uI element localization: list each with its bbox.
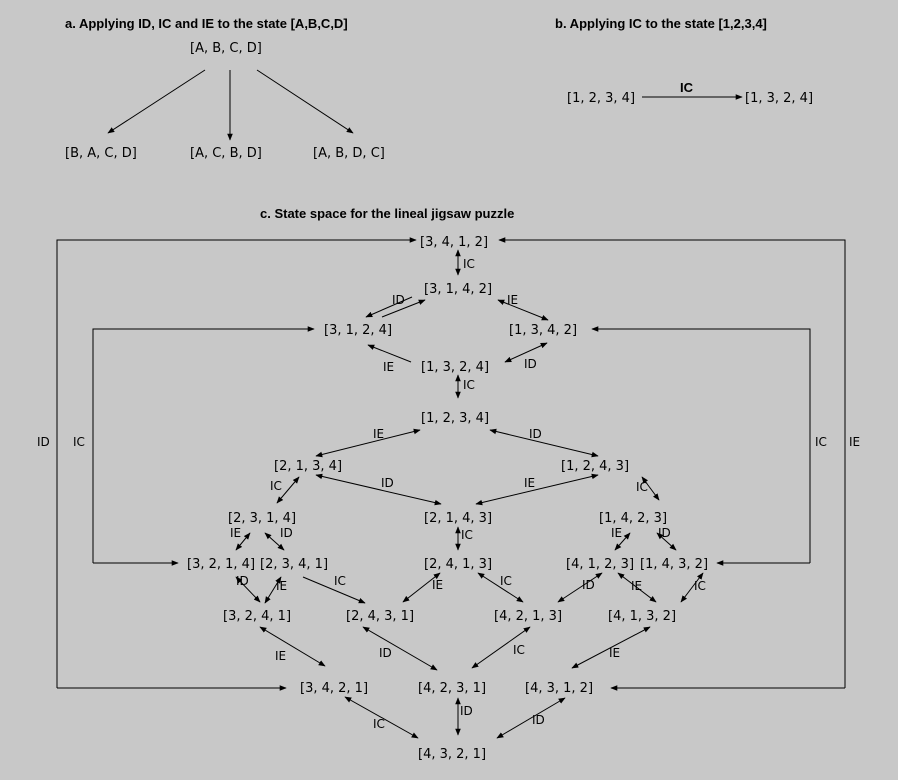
state-node: [1, 2, 3, 4] [567,91,635,106]
operator-label: IC [500,574,512,588]
operator-label: IE [432,578,443,592]
edge [256,69,354,134]
operator-label: ID [392,293,405,307]
operator-label: IE [230,526,241,540]
state-node: [A, C, B, D] [190,146,262,161]
state-node: [4, 1, 3, 2] [608,609,676,624]
part-b-transition: [1, 2, 3, 4] IC [1, 3, 2, 4] [567,80,813,106]
operator-label: ID [658,526,671,540]
state-node: [1, 4, 3, 2] [640,557,708,572]
operator-label: IE [609,646,620,660]
operator-label: IC [73,435,85,449]
operator-label: IC [270,479,282,493]
state-node: [2, 3, 1, 4] [228,511,296,526]
state-node: [2, 3, 4, 1] [260,557,328,572]
operator-label: ID [532,713,545,727]
state-node: [1, 4, 2, 3] [599,511,667,526]
operator-label: IE [373,427,384,441]
state-node: [A, B, C, D] [190,41,262,56]
operator-label: IE [507,293,518,307]
operator-label: ID [524,357,537,371]
operator-label: IE [524,476,535,490]
state-node: [4, 2, 3, 1] [418,681,486,696]
state-node: [4, 3, 1, 2] [525,681,593,696]
operator-label: IE [631,579,642,593]
operator-label: IC [815,435,827,449]
state-node: [2, 1, 3, 4] [274,459,342,474]
operator-label: ID [582,578,595,592]
operator-label: IC [334,574,346,588]
state-node: [1, 3, 2, 4] [421,360,489,375]
operator-label: ID [280,526,293,540]
state-node: [1, 2, 4, 3] [561,459,629,474]
state-node: [2, 1, 4, 3] [424,511,492,526]
operator-label: ID [379,646,392,660]
operator-label: IC [680,80,694,95]
operator-label: IE [849,435,860,449]
state-node: [B, A, C, D] [65,146,137,161]
heading-part-c: c. State space for the lineal jigsaw puz… [260,206,514,221]
operator-label: ID [37,435,50,449]
operator-label: ID [460,704,473,718]
state-node: [2, 4, 3, 1] [346,609,414,624]
state-node: [1, 3, 4, 2] [509,323,577,338]
operator-label: IE [276,579,287,593]
operator-label: IC [461,528,473,542]
state-node: [3, 2, 4, 1] [223,609,291,624]
operator-label: IC [636,480,648,494]
operator-label: IC [463,257,475,271]
operator-label: IC [694,579,706,593]
edge [107,69,206,134]
operator-label: IE [275,649,286,663]
operator-label: IC [373,717,385,731]
state-node: [4, 2, 1, 3] [494,609,562,624]
operator-label: ID [529,427,542,441]
operator-label: IC [513,643,525,657]
state-node: [A, B, D, C] [313,146,385,161]
heading-part-a: a. Applying ID, IC and IE to the state [… [65,16,348,31]
heading-part-b: b. Applying IC to the state [1,2,3,4] [555,16,767,31]
operator-label: ID [236,574,249,588]
operator-label: IE [383,360,394,374]
state-node: [1, 3, 2, 4] [745,91,813,106]
state-space-edges [56,237,846,739]
part-a-tree: [A, B, C, D] [B, A, C, D] [A, C, B, D] [… [65,41,385,161]
state-space-nodes: [3, 4, 1, 2] [3, 1, 4, 2] [3, 1, 2, 4] [… [187,235,708,762]
state-node: [3, 4, 1, 2] [420,235,488,250]
state-node: [4, 3, 2, 1] [418,747,486,762]
operator-label: ID [381,476,394,490]
operator-label: IC [463,378,475,392]
operator-label: IE [611,526,622,540]
state-space-operator-labels: IC ID IE IE ID IC IE ID IC ID IE IC IE I… [37,257,860,731]
state-node: [2, 4, 1, 3] [424,557,492,572]
state-node: [3, 4, 2, 1] [300,681,368,696]
state-node: [3, 2, 1, 4] [187,557,255,572]
state-node: [3, 1, 4, 2] [424,282,492,297]
state-node: [1, 2, 3, 4] [421,411,489,426]
state-node: [4, 1, 2, 3] [566,557,634,572]
state-node: [3, 1, 2, 4] [324,323,392,338]
